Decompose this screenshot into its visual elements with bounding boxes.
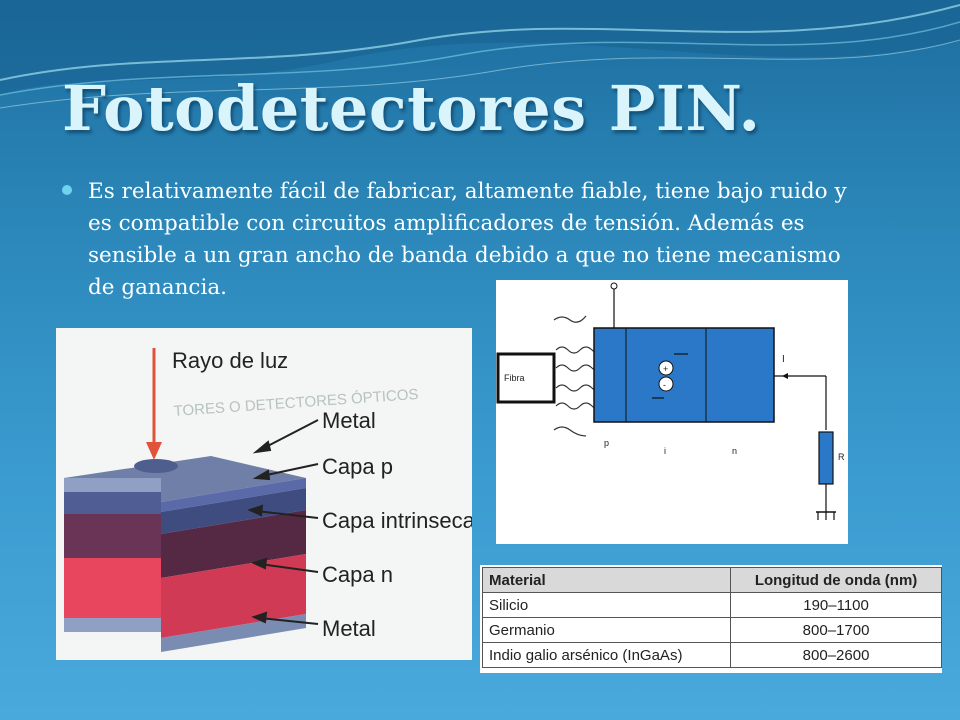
label-capa-n: Capa n [322, 562, 393, 587]
region-i-label: i [664, 446, 666, 456]
wavelength-table: Material Longitud de onda (nm) Silicio 1… [480, 565, 942, 673]
table-row: Germanio 800–1700 [481, 617, 942, 643]
table-row: Indio galio arsénico (InGaAs) 800–2600 [481, 642, 942, 668]
region-n-label: n [732, 446, 737, 456]
svg-text:+: + [663, 364, 668, 374]
current-label: I [782, 354, 785, 365]
bullet-item: Es relativamente fácil de fabricar, alta… [62, 176, 872, 304]
table-row: Silicio 190–1100 [481, 592, 942, 618]
fiber-block [496, 352, 556, 404]
slide-title: Fotodetectores PIN. [62, 72, 761, 145]
bullet-dot-icon [62, 185, 72, 195]
bullet-text: Es relativamente fácil de fabricar, alta… [88, 179, 847, 300]
background-scan-text: TORES O DETECTORES ÓPTICOS [173, 386, 419, 420]
cell-material: Silicio [481, 592, 732, 618]
resistor [818, 431, 834, 485]
cell-wavelength: 800–1700 [730, 617, 942, 643]
pin-layer-figure: TORES O DETECTORES ÓPTICOS Rayo de luz [56, 328, 472, 660]
svg-text:-: - [663, 380, 666, 390]
header-waves [0, 0, 960, 109]
layer-n [64, 558, 161, 618]
resistor-label: R [838, 452, 845, 462]
header-wavelength: Longitud de onda (nm) [730, 567, 942, 593]
cell-wavelength: 800–2600 [730, 642, 942, 668]
table-header-row: Material Longitud de onda (nm) [481, 567, 942, 593]
pin-detector [593, 327, 775, 423]
cell-material: Indio galio arsénico (InGaAs) [481, 642, 732, 668]
layer-p [64, 492, 161, 514]
cell-wavelength: 190–1100 [730, 592, 942, 618]
label-metal-bottom: Metal [322, 616, 376, 641]
label-metal-top: Metal [322, 408, 376, 433]
pin-circuit-figure: Fibra + - p i [496, 280, 848, 544]
fiber-label: Fibra [504, 373, 525, 383]
region-p-label: p [604, 438, 609, 448]
header-material: Material [481, 567, 732, 593]
light-ray-label: Rayo de luz [172, 348, 288, 373]
cell-material: Germanio [481, 617, 732, 643]
label-capa-p: Capa p [322, 454, 393, 479]
layer-intrinsic [64, 514, 161, 558]
label-capa-intrinseca: Capa intrinseca [322, 508, 472, 533]
